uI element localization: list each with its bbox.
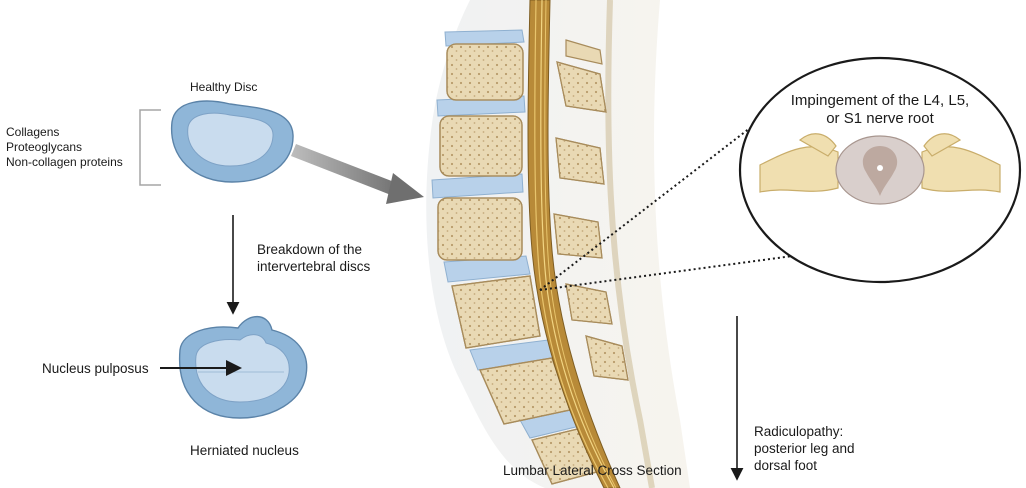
nucleus-pulposus-label: Nucleus pulposus (42, 361, 149, 376)
breakdown-label-line2: intervertebral discs (257, 259, 371, 274)
component-noncollagen: Non-collagen proteins (6, 155, 123, 169)
nerve-root-zoom (738, 56, 1022, 284)
disc-to-spine-arrow (291, 144, 424, 204)
posterior-elements (553, 39, 629, 381)
healthy-disc-label: Healthy Disc (190, 80, 258, 94)
spinal-nerves (527, 0, 621, 488)
components-bracket (139, 109, 161, 186)
radiculopathy-line1: Radiculopathy: (754, 424, 844, 439)
lumbar-spine (426, 0, 690, 488)
vertebral-bodies (437, 43, 605, 485)
herniated-disc (178, 315, 308, 419)
zoom-leader-lines (539, 127, 801, 291)
radiculopathy-line2: posterior leg and (754, 441, 855, 456)
herniated-nucleus-label: Herniated nucleus (190, 443, 299, 458)
impingement-label-line1: Impingement of the L4, L5, (790, 92, 970, 109)
cross-section-label: Lumbar Lateral Cross Section (503, 463, 682, 478)
component-collagens: Collagens (6, 125, 60, 139)
radiculopathy-line3: dorsal foot (754, 458, 818, 473)
impingement-label-line2: or S1 nerve root (826, 110, 934, 127)
component-proteoglycans: Proteoglycans (6, 140, 83, 154)
healthy-disc (170, 100, 294, 183)
breakdown-label-line1: Breakdown of the (257, 242, 363, 257)
